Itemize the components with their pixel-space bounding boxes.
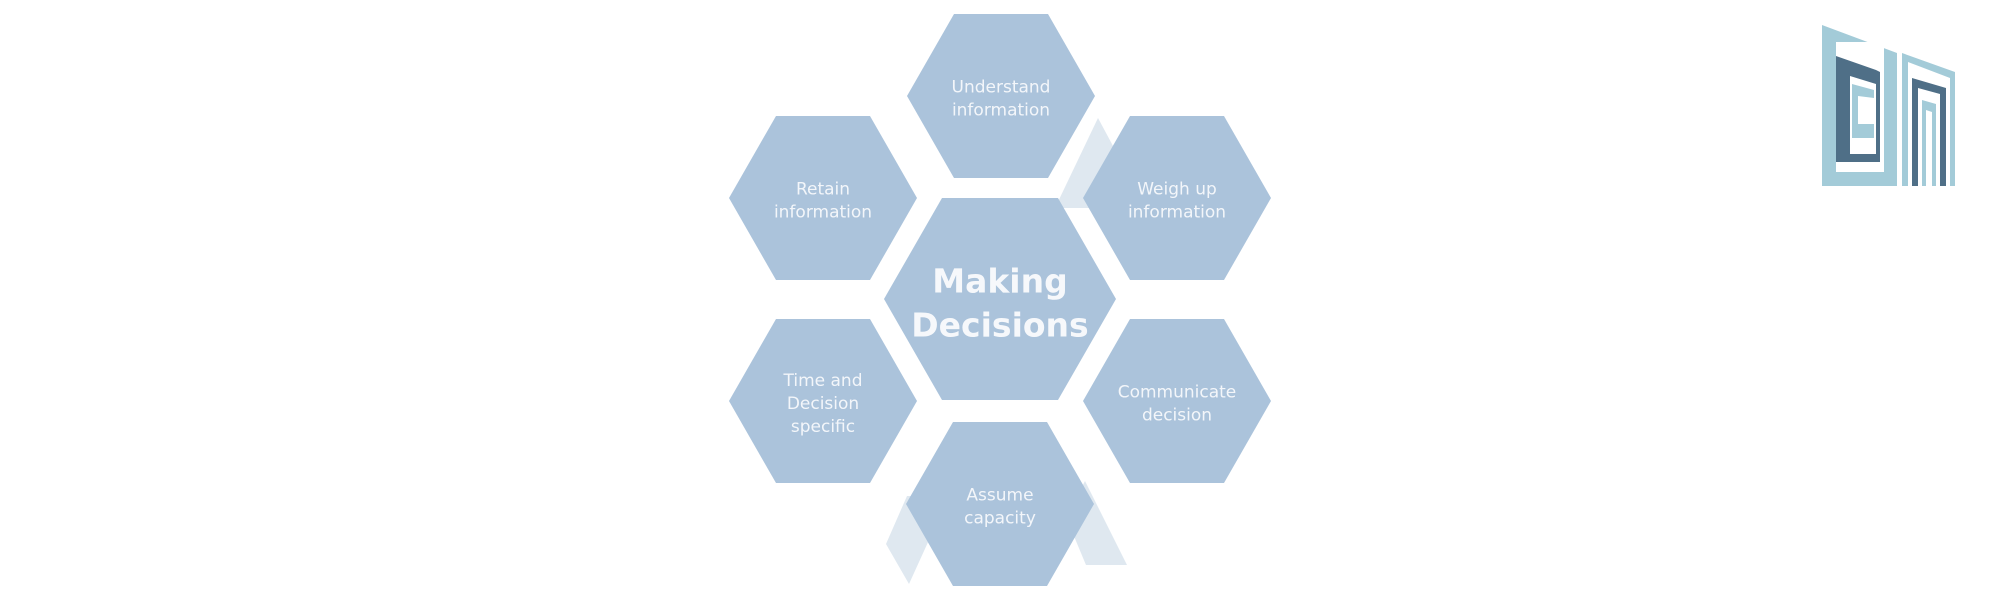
hexagon-understand <box>907 14 1095 178</box>
label-understand: Understand information <box>952 78 1051 121</box>
label-time-line: Time and <box>783 371 863 391</box>
hexagon-weigh <box>1083 116 1271 280</box>
label-time-line: Decision <box>787 394 859 414</box>
hexagon-time <box>729 319 917 483</box>
label-center-line: Decisions <box>911 305 1088 344</box>
label-communicate-line: Communicate <box>1118 383 1237 403</box>
hexagon-center <box>884 198 1116 400</box>
label-assume: Assume capacity <box>964 486 1036 529</box>
hexagon-assume <box>906 422 1094 586</box>
label-weigh-line: information <box>1128 203 1226 223</box>
label-communicate-line: decision <box>1142 406 1212 426</box>
label-weigh: Weigh up information <box>1128 180 1226 223</box>
label-retain-line: information <box>774 203 872 223</box>
logo-mark <box>1822 25 1955 186</box>
label-communicate: Communicate decision <box>1118 383 1237 426</box>
label-understand-line: information <box>952 101 1050 121</box>
label-time-line: specific <box>791 417 855 437</box>
label-understand-line: Understand <box>952 78 1051 98</box>
label-center-line: Making <box>932 261 1067 300</box>
label-assume-line: capacity <box>964 509 1036 529</box>
label-weigh-line: Weigh up <box>1137 180 1217 200</box>
hexagon-communicate <box>1083 319 1271 483</box>
label-retain-line: Retain <box>796 180 850 200</box>
label-retain: Retain information <box>774 180 872 223</box>
hexagon-retain <box>729 116 917 280</box>
label-assume-line: Assume <box>966 486 1033 506</box>
